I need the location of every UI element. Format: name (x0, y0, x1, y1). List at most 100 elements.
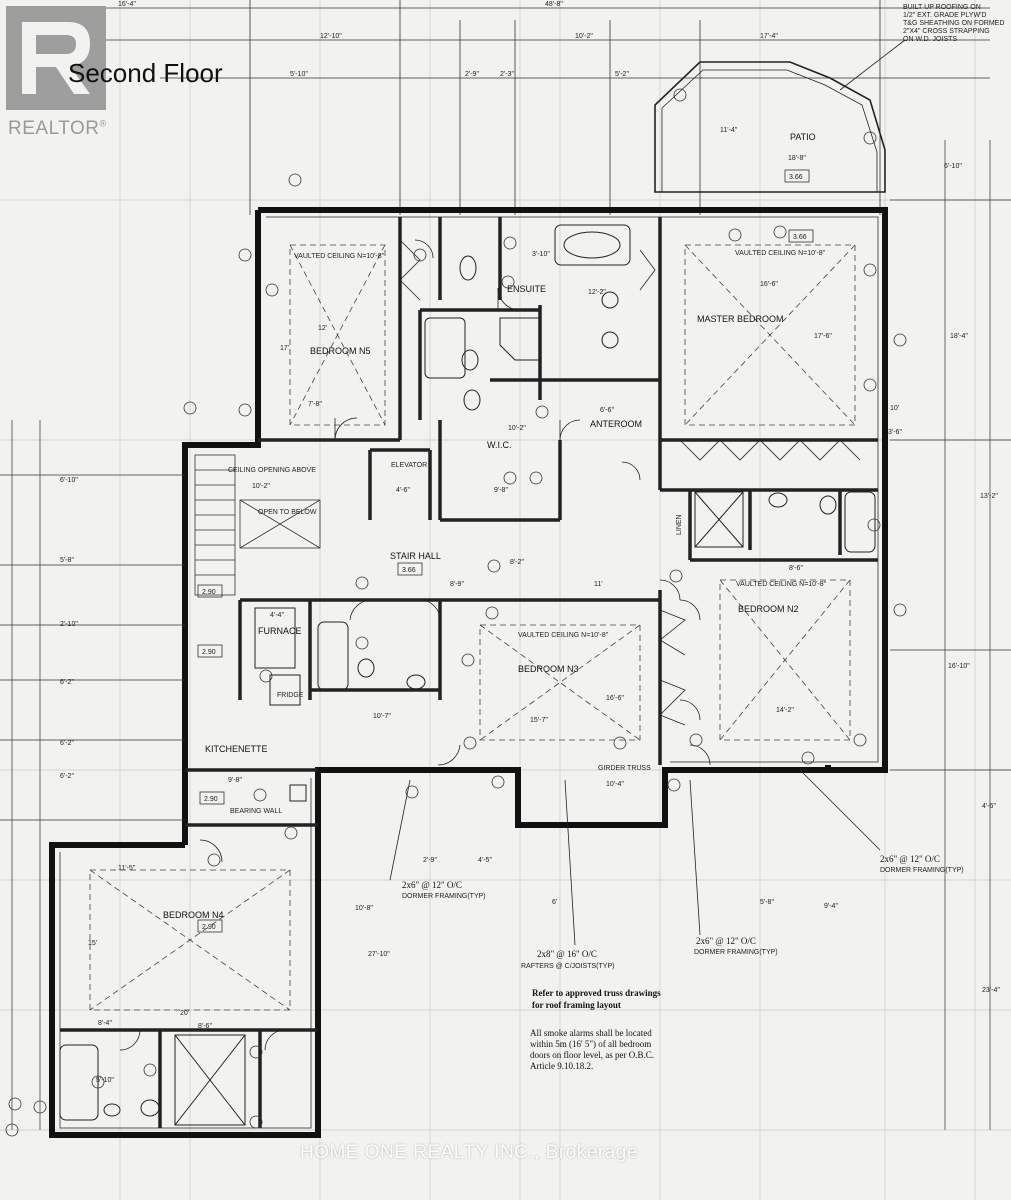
svg-text:16'-6": 16'-6" (606, 695, 624, 702)
svg-text:5'-8": 5'-8" (60, 557, 74, 564)
svg-text:14'-2": 14'-2" (776, 707, 794, 714)
svg-text:10'-2": 10'-2" (508, 425, 526, 432)
svg-text:ON W.D. JOISTS: ON W.D. JOISTS (903, 36, 957, 43)
brokerage-watermark: HOME ONE REALTY INC., Brokerage (300, 1142, 638, 1163)
truss-note: Refer to approved truss drawings for roo… (532, 988, 661, 1010)
svg-text:4'-5": 4'-5" (478, 857, 492, 864)
dormer-note-2: 2x6" @ 12" O/C DORMER FRAMING(TYP) (694, 936, 778, 956)
dormer-note-1: 2x6" @ 12" O/C DORMER FRAMING(TYP) (402, 880, 486, 900)
ceiling-tag-n2: VAULTED CEILING N=10'-8" (736, 581, 827, 588)
svg-text:15': 15' (88, 940, 97, 947)
height-tag-a: 2.90 (202, 589, 216, 596)
smoke-alarm-note: All smoke alarms shall be located within… (530, 1028, 654, 1071)
svg-text:3'-10": 3'-10" (532, 251, 550, 258)
svg-text:5'-8": 5'-8" (760, 899, 774, 906)
svg-text:10'-2": 10'-2" (252, 483, 270, 490)
page-title: Second Floor (68, 58, 223, 88)
open-to-below-label: OPEN TO BELOW (258, 509, 317, 516)
room-anteroom: ANTEROOM (590, 419, 642, 429)
height-tag-c: 2.90 (204, 796, 218, 803)
height-tag-d: 2.90 (202, 924, 216, 931)
dimension-labels: 48'-8" 16'-4" 12'-10" 5'-10" 10'-2" 17'-… (60, 1, 1000, 1084)
svg-text:Refer to approved truss drawin: Refer to approved truss drawings (532, 988, 661, 998)
room-linen: LINEN (676, 514, 683, 535)
svg-text:16'-10": 16'-10" (948, 663, 970, 670)
svg-text:2'-10": 2'-10" (60, 621, 78, 628)
girder-truss-label: GIRDER TRUSS (598, 765, 651, 772)
svg-text:48'-8": 48'-8" (545, 1, 563, 8)
svg-text:10'-4": 10'-4" (606, 781, 624, 788)
svg-text:for roof framing layout: for roof framing layout (532, 1000, 621, 1010)
svg-text:2x6" @ 12" O/C: 2x6" @ 12" O/C (696, 936, 756, 946)
svg-text:4'-6": 4'-6" (982, 803, 996, 810)
svg-text:Article 9.10.18.2.: Article 9.10.18.2. (530, 1061, 593, 1071)
svg-text:2x8" @ 16" O/C: 2x8" @ 16" O/C (537, 949, 597, 959)
svg-text:18'-8": 18'-8" (788, 155, 806, 162)
height-tag-b: 2.90 (202, 649, 216, 656)
svg-text:6'-2": 6'-2" (60, 679, 74, 686)
room-bedroom-n4: BEDROOM N4 (163, 910, 224, 920)
ceiling-opening-tag: CEILING OPENING ABOVE (228, 467, 316, 474)
svg-text:12'-2": 12'-2" (588, 289, 606, 296)
svg-text:3'-6": 3'-6" (888, 429, 902, 436)
svg-text:8'-4": 8'-4" (98, 1020, 112, 1027)
closet-doors (399, 239, 861, 726)
patio-outline (654, 61, 886, 193)
svg-text:8'-9": 8'-9" (450, 581, 464, 588)
svg-text:10': 10' (890, 405, 899, 412)
svg-text:2x6" @ 12" O/C: 2x6" @ 12" O/C (402, 880, 462, 890)
svg-text:9'-4": 9'-4" (824, 903, 838, 910)
bearing-wall-label: BEARING WALL (230, 808, 282, 815)
svg-text:8'-6": 8'-6" (789, 565, 803, 572)
ceiling-tag-n3: VAULTED CEILING N=10'-8" (518, 632, 609, 639)
dormer-note-3: 2x6" @ 12" O/C DORMER FRAMING(TYP) (880, 854, 964, 874)
svg-text:DORMER FRAMING(TYP): DORMER FRAMING(TYP) (694, 949, 778, 956)
svg-text:1/2" EXT. GRADE PLYW'D: 1/2" EXT. GRADE PLYW'D (903, 12, 986, 19)
svg-text:15'-7": 15'-7" (530, 717, 548, 724)
svg-text:6'-6": 6'-6" (600, 407, 614, 414)
svg-text:11': 11' (594, 581, 603, 588)
height-tag-patio: 3.66 (789, 174, 803, 181)
svg-text:11'-5": 11'-5" (118, 865, 136, 872)
svg-text:9'-8": 9'-8" (494, 487, 508, 494)
ceiling-tag-n5: VAULTED CEILING N=10'-8" (294, 253, 385, 260)
svg-text:doors on floor level, as per O: doors on floor level, as per O.B.C. (530, 1050, 654, 1060)
leader-lines (389, 39, 906, 946)
svg-text:8'-2": 8'-2" (510, 559, 524, 566)
room-patio: PATIO (790, 132, 816, 142)
svg-text:within 5m (16' 5") of all bedr: within 5m (16' 5") of all bedroom (530, 1039, 651, 1049)
svg-text:17': 17' (280, 345, 289, 352)
fridge-label: FRIDGE (277, 692, 304, 699)
room-wic: W.I.C. (487, 440, 512, 450)
realtor-r-icon (6, 6, 106, 110)
svg-text:6'-10": 6'-10" (60, 477, 78, 484)
svg-text:11'-4": 11'-4" (720, 127, 738, 134)
height-tag-stair: 3.66 (402, 567, 416, 574)
svg-text:4'-4": 4'-4" (270, 612, 284, 619)
height-markers (197, 169, 814, 933)
svg-text:All smoke alarms shall be loca: All smoke alarms shall be located (530, 1028, 652, 1038)
door-swings (119, 239, 711, 1051)
svg-text:12'-10": 12'-10" (320, 33, 342, 40)
svg-text:17'-6": 17'-6" (814, 333, 832, 340)
room-elevator: ELEVATOR (391, 462, 427, 469)
svg-text:2x6" @ 12" O/C: 2x6" @ 12" O/C (880, 854, 940, 864)
svg-text:4'-6": 4'-6" (396, 487, 410, 494)
svg-text:7'-8": 7'-8" (308, 401, 322, 408)
svg-text:17'-4": 17'-4" (760, 33, 778, 40)
room-bedroom-n2: BEDROOM N2 (738, 604, 799, 614)
svg-text:DORMER FRAMING(TYP): DORMER FRAMING(TYP) (402, 893, 486, 900)
svg-text:2'-3": 2'-3" (500, 71, 514, 78)
stair-treads (194, 454, 321, 596)
svg-text:T&G SHEATHING ON FORMED: T&G SHEATHING ON FORMED (903, 20, 1004, 27)
svg-text:DORMER FRAMING(TYP): DORMER FRAMING(TYP) (880, 867, 964, 874)
svg-text:6'-10": 6'-10" (944, 163, 962, 170)
svg-text:2"X4" CROSS STRAPPING: 2"X4" CROSS STRAPPING (903, 28, 990, 35)
svg-text:2'-9": 2'-9" (465, 71, 479, 78)
svg-text:2'-9": 2'-9" (423, 857, 437, 864)
room-bedroom-n5: BEDROOM N5 (310, 346, 371, 356)
room-bedroom-n3: BEDROOM N3 (518, 664, 579, 674)
exterior-walls (49, 207, 888, 1138)
